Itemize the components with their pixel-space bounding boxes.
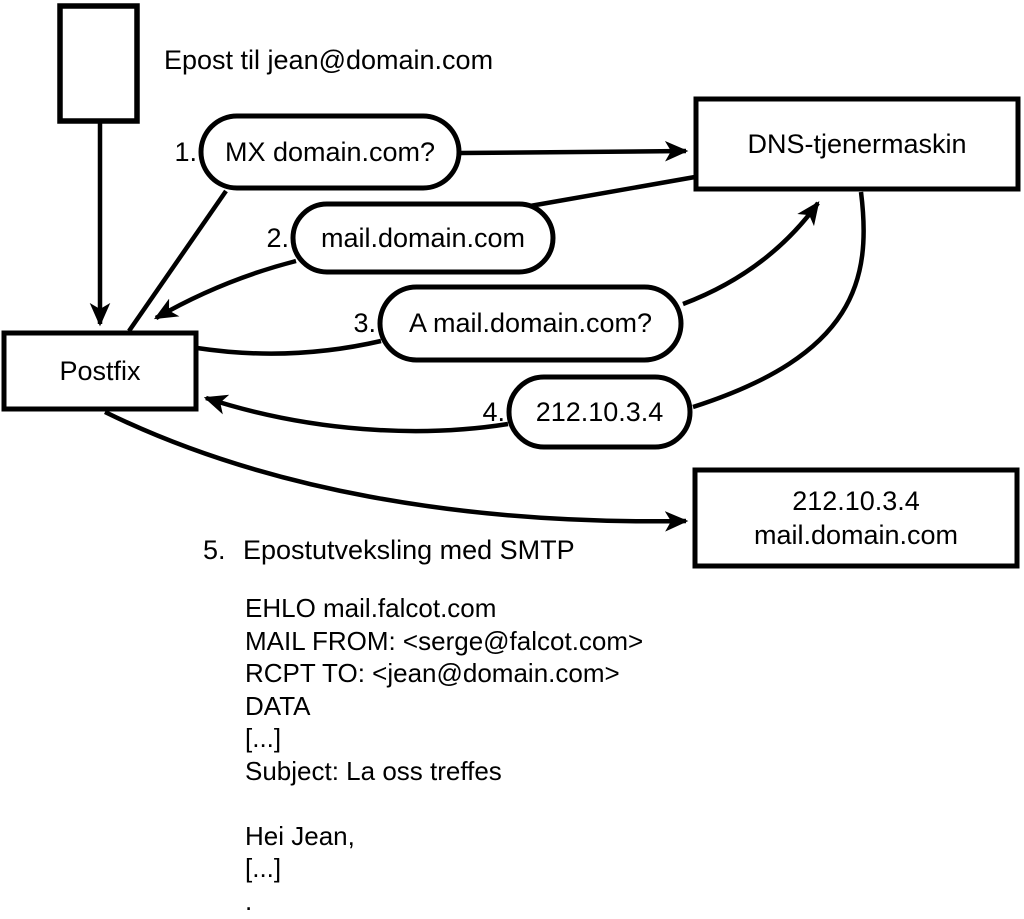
response2-label: mail.domain.com: [320, 222, 526, 253]
smtp-session-text: EHLO mail.falcot.com MAIL FROM: <serge@f…: [245, 593, 644, 916]
postfix-label: Postfix: [59, 355, 141, 386]
line-postfix-to-query3: [196, 338, 382, 356]
arrow-query3-to-dns: [682, 201, 820, 307]
step5-number: 5.: [203, 535, 226, 565]
mail-server-box: [692, 467, 1020, 569]
dns-server-label: DNS-tjenermaskin: [747, 128, 967, 159]
email-label: Epost til jean@domain.com: [164, 45, 494, 75]
smtp-exchange-label: Epostutveksling med SMTP: [243, 535, 575, 565]
response4-pill: [506, 374, 693, 450]
query1-label: MX domain.com?: [224, 136, 436, 167]
line-postfix-to-query1: [127, 189, 228, 333]
message-envelope-box: [57, 3, 140, 124]
mail-server-ip: 212.10.3.4: [792, 486, 920, 516]
step1-number: 1.: [174, 136, 197, 167]
mail-server-hostname: mail.domain.com: [753, 520, 959, 550]
arrow-query1-to-dns: [459, 140, 689, 162]
query3-label: A mail.domain.com?: [408, 308, 653, 339]
arrow-response4-to-postfix: [203, 394, 509, 434]
response2-pill: [290, 201, 556, 275]
arrow-postfix-to-mailserver-smtp: [104, 409, 689, 532]
query1-pill: [198, 113, 462, 191]
mail-server-label: 212.10.3.4 mail.domain.com: [695, 470, 1017, 566]
line-dns-to-response4: [692, 191, 866, 410]
postfix-box: [1, 330, 199, 412]
step2-number: 2.: [266, 222, 289, 253]
step3-number: 3.: [353, 308, 376, 339]
dns-server-box: [693, 96, 1021, 192]
query3-pill: [377, 284, 684, 363]
line-dns-to-response2: [529, 174, 696, 209]
step4-number: 4.: [482, 396, 505, 427]
arrow-response2-to-postfix: [153, 258, 297, 320]
response4-label: 212.10.3.4: [535, 396, 664, 427]
